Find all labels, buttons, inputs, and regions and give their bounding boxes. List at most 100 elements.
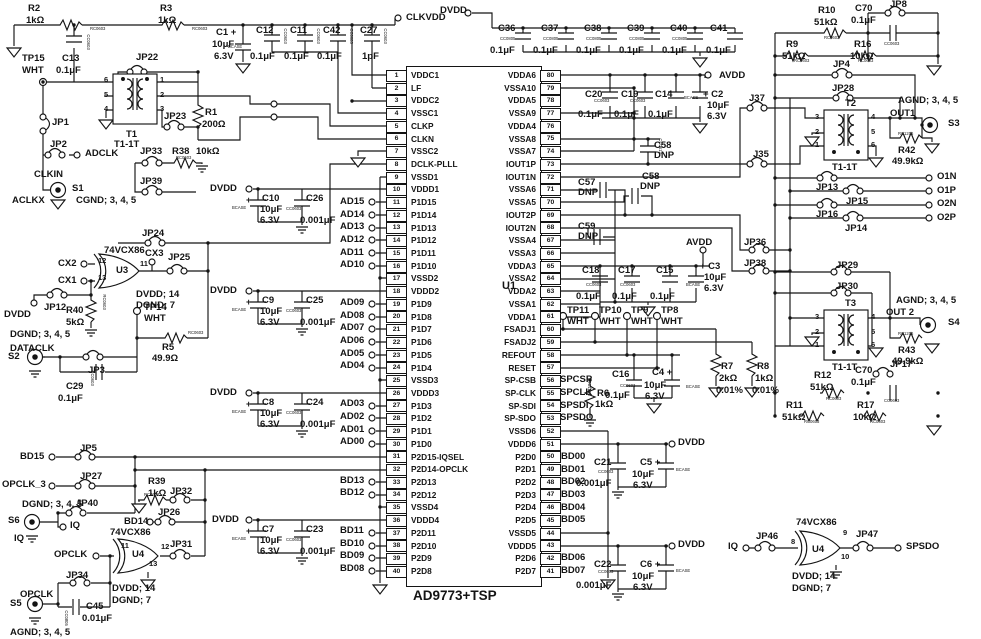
- label-6-3v: 6.3V: [260, 317, 280, 328]
- ic-pin-name-vddd4: VDDD4: [411, 515, 440, 526]
- label-s5: S5: [10, 598, 22, 609]
- label-cc0603: CC0603: [286, 206, 302, 211]
- ic-pin-name-vssa3: VSSA3: [508, 248, 536, 259]
- ic-pin-number-24: 24: [386, 362, 407, 375]
- transformer-T2: [823, 109, 869, 161]
- label-jp36: JP36: [744, 237, 767, 248]
- label-4: 4: [871, 112, 876, 121]
- label-0-1-f: 0.1μF: [578, 109, 603, 120]
- label-o2p: O2P: [937, 212, 957, 223]
- label-cc0603: CC0603: [594, 98, 610, 103]
- label-ad13: AD13: [340, 221, 365, 232]
- label-c58: C58: [642, 171, 660, 182]
- label-0-001-f: 0.001μF: [300, 215, 336, 226]
- ic-pin-name-p2d3: P2D3: [515, 489, 536, 500]
- label-1k: 1kΩ: [755, 373, 774, 384]
- label-j35: J35: [753, 149, 769, 160]
- ic-pin-name-vdda5: VDDA5: [507, 95, 536, 106]
- label-10-f: 10μF: [707, 100, 730, 111]
- ic-pin-number-3: 3: [386, 95, 407, 108]
- label-r11: R11: [786, 400, 803, 411]
- ic-pin-name-iout1p: IOUT1P: [506, 159, 536, 170]
- label-c4: C4 +: [652, 367, 673, 378]
- ic-pin-number-14: 14: [386, 235, 407, 248]
- label-ad01: AD01: [340, 424, 365, 435]
- ic-pin-name-p1d8: P1D8: [411, 311, 432, 322]
- label-spsdo: SPSDO: [906, 541, 940, 552]
- label-dgnd-7: DGND; 7: [792, 583, 832, 594]
- label-bd02: BD02: [561, 476, 586, 487]
- ic-pin-name-p1d13: P1D13: [411, 222, 437, 233]
- label-bd00: BD00: [561, 451, 586, 462]
- label-jp13: JP13: [816, 182, 839, 193]
- label-bd04: BD04: [561, 502, 586, 513]
- ic-pin-number-60: 60: [540, 324, 561, 337]
- label-c1: C1 +: [216, 27, 237, 38]
- label-c22: C22: [594, 559, 612, 570]
- label-spcsp: SPCSP: [560, 374, 593, 385]
- label-10-f: 10μF: [260, 408, 283, 419]
- label-c36: C36: [498, 23, 516, 34]
- label-dvdd: DVDD: [440, 5, 467, 16]
- ic-pin-number-27: 27: [386, 400, 407, 413]
- label-c38: C38: [584, 23, 602, 34]
- label-bcase: BCASE: [228, 44, 243, 49]
- ic-pin-name-iout2n: IOUT2N: [505, 222, 536, 233]
- label-agnd-3-4-5: AGND; 3, 4, 5: [898, 95, 959, 106]
- label-bd11: BD11: [340, 525, 364, 536]
- label-c13: C13: [62, 53, 80, 64]
- ic-pin-number-9: 9: [386, 171, 407, 184]
- label-tp15: TP15: [22, 53, 45, 64]
- label-clkin: CLKIN: [34, 169, 64, 180]
- label-cc0603: CC0603: [282, 28, 288, 44]
- label-bd07: BD07: [561, 565, 586, 576]
- ic-pin-number-32: 32: [386, 464, 407, 477]
- label-tp9: TP9: [631, 305, 649, 316]
- label-5: 5: [871, 327, 876, 336]
- label-0-1-f: 0.1μF: [648, 109, 673, 120]
- label-bd05: BD05: [561, 514, 586, 525]
- label-jp3: JP3: [88, 365, 105, 376]
- label-r38: R38: [172, 146, 190, 157]
- label-12: 12: [161, 542, 170, 551]
- ic-pin-number-59: 59: [540, 336, 561, 349]
- label-74vcx86: 74VCX86: [796, 517, 837, 528]
- ic-pin-name-vdda4: VDDA4: [507, 120, 536, 131]
- label-t1-1t: T1-1T: [114, 139, 140, 150]
- label-0-1-f: 0.1μF: [650, 291, 675, 302]
- ic-pin-number-1: 1: [386, 69, 407, 82]
- label-c29: C29: [66, 381, 84, 392]
- label-6-3v: 6.3V: [633, 480, 653, 491]
- label-cc0603: CC0603: [630, 98, 646, 103]
- label-3: 3: [160, 104, 165, 113]
- ic-pin-number-64: 64: [540, 273, 561, 286]
- label-dataclk: DATACLK: [10, 343, 55, 354]
- label-0-1-f: 0.1μF: [58, 393, 83, 404]
- label-jp17: JP17: [890, 359, 913, 370]
- wire-bottom-left: [40, 456, 386, 608]
- ic-pin-number-2: 2: [386, 82, 407, 95]
- ic-pin-name-p2d5: P2D5: [515, 515, 536, 526]
- label-rc0603: RC0603: [90, 26, 106, 31]
- label-51k: 51kΩ: [810, 382, 834, 393]
- label-bd01: BD01: [561, 464, 586, 475]
- ic-pin-name-sp-sdo: SP-SDO: [504, 413, 536, 424]
- label-bd06: BD06: [561, 552, 586, 563]
- ic-pin-number-16: 16: [386, 260, 407, 273]
- ic-pin-name-vssa9: VSSA9: [508, 108, 536, 119]
- label-cc0805: CC0805: [543, 36, 559, 41]
- label-jp15: JP15: [846, 196, 869, 207]
- label-ad09: AD09: [340, 297, 365, 308]
- ic-pin-name-vssd6: VSSD6: [508, 426, 536, 437]
- ic-pin-number-67: 67: [540, 235, 561, 248]
- ic-pin-name-p2d0: P2D0: [515, 451, 536, 462]
- ic-pin-number-70: 70: [540, 196, 561, 209]
- ic-pin-number-40: 40: [386, 565, 407, 578]
- ic-pin-number-77: 77: [540, 107, 561, 120]
- label-11: 11: [140, 259, 148, 268]
- ic-pin-number-28: 28: [386, 413, 407, 426]
- label-t1: T1: [126, 129, 138, 140]
- label-s2: S2: [8, 351, 20, 362]
- ic-pin-name-vssa5: VSSA5: [508, 197, 536, 208]
